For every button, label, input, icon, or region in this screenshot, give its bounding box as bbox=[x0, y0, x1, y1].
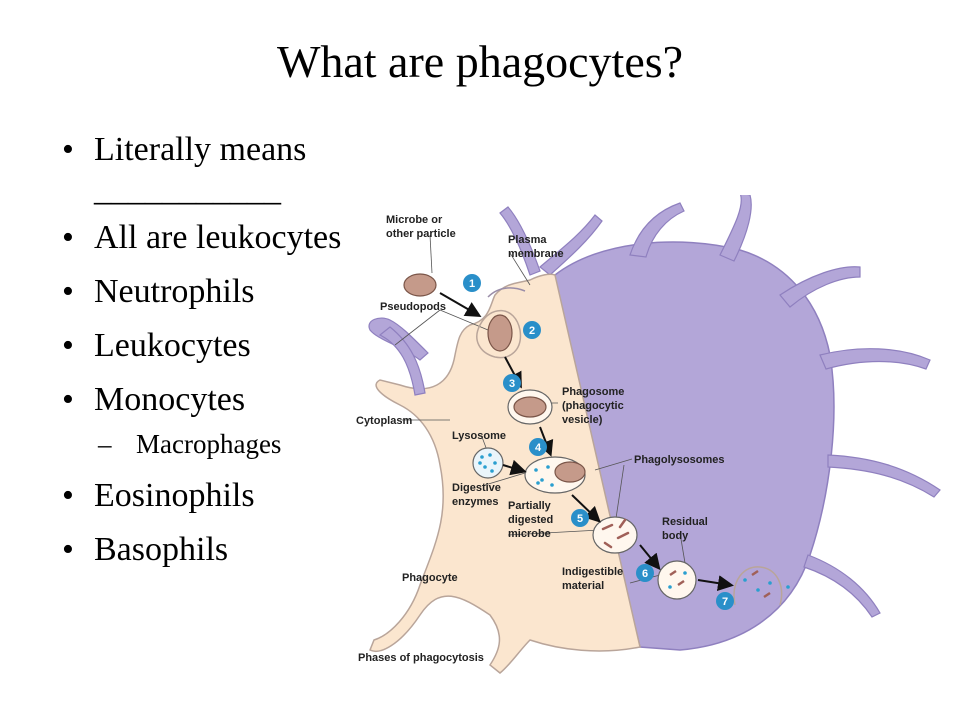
bullet-item: • Neutrophils bbox=[58, 272, 358, 312]
bullet-dot: • bbox=[62, 381, 74, 418]
bullet-item: • All are leukocytes bbox=[58, 218, 358, 258]
bullet-text: Monocytes bbox=[94, 381, 246, 418]
phagolysosome-enzymes bbox=[534, 465, 554, 487]
bullet-dot: • bbox=[62, 327, 74, 364]
bullet-dot: • bbox=[62, 273, 74, 310]
plasma-membrane-notch bbox=[487, 287, 526, 298]
bullet-item: • Eosinophils bbox=[58, 476, 358, 516]
bullet-dot: • bbox=[62, 477, 74, 514]
phagocytosis-diagram: 1 2 3 4 5 6 7 Microbe or other particle … bbox=[356, 195, 941, 674]
phagolysosome-microbe bbox=[554, 461, 586, 483]
bullet-dot: • bbox=[62, 531, 74, 568]
microbe-engulfed bbox=[487, 314, 513, 352]
exocytosis-opening bbox=[733, 566, 783, 606]
bullet-text: Literally means ___________ bbox=[94, 131, 307, 208]
bullet-text: All are leukocytes bbox=[94, 219, 342, 256]
label-phagocyte: Phagocyte bbox=[402, 572, 458, 584]
bullet-dash: – bbox=[98, 429, 112, 459]
label-phagosome-3: vesicle) bbox=[562, 414, 603, 426]
bullet-list: • Literally means ___________ • All are le… bbox=[58, 130, 358, 584]
svg-text:4: 4 bbox=[535, 442, 542, 454]
residual-material bbox=[668, 569, 687, 589]
svg-text:3: 3 bbox=[509, 378, 515, 390]
label-partially-3: microbe bbox=[508, 528, 551, 540]
label-microbe-1: Microbe or bbox=[386, 214, 443, 226]
svg-text:6: 6 bbox=[642, 568, 648, 580]
label-residual-1: Residual bbox=[662, 516, 708, 528]
pseudopod-wrap bbox=[476, 309, 522, 359]
phagosome-microbe bbox=[513, 396, 547, 418]
bullet-text: Eosinophils bbox=[94, 477, 255, 514]
label-plasma-2: membrane bbox=[508, 248, 564, 260]
bullet-item: • Basophils bbox=[58, 530, 358, 570]
svg-text:7: 7 bbox=[722, 596, 728, 608]
partially-digested-vesicle bbox=[592, 516, 638, 554]
label-residual-2: body bbox=[662, 530, 689, 542]
cell-projections bbox=[499, 195, 941, 618]
microbe-fragments bbox=[601, 518, 630, 549]
svg-text:5: 5 bbox=[577, 513, 583, 525]
bullet-text: Basophils bbox=[94, 531, 229, 568]
label-phagolysosomes: Phagolysosomes bbox=[634, 454, 724, 466]
bullet-text: Macrophages bbox=[136, 429, 282, 459]
sub-bullet-item: –Macrophages bbox=[58, 428, 358, 460]
diagram-caption: Phases of phagocytosis bbox=[358, 652, 484, 664]
lysosome-enzymes bbox=[478, 453, 497, 473]
slide-title: What are phagocytes? bbox=[276, 36, 684, 87]
label-microbe-2: other particle bbox=[386, 228, 456, 240]
label-indigestible-1: Indigestible bbox=[562, 566, 623, 578]
bullet-text: Leukocytes bbox=[94, 327, 251, 364]
microbe bbox=[403, 273, 437, 297]
released-material bbox=[743, 569, 790, 599]
bullet-dot: • bbox=[62, 219, 74, 256]
label-lysosome: Lysosome bbox=[452, 430, 506, 442]
bullet-item: • Leukocytes bbox=[58, 326, 358, 366]
bullet-dot: • bbox=[62, 131, 74, 168]
label-phagosome-2: (phagocytic bbox=[562, 400, 624, 412]
label-plasma-1: Plasma bbox=[508, 234, 547, 246]
residual-body bbox=[657, 560, 697, 600]
label-digestive-2: enzymes bbox=[452, 496, 498, 508]
cytoplasm-face bbox=[369, 273, 641, 674]
label-cytoplasm: Cytoplasm bbox=[356, 415, 412, 427]
step-markers: 1 2 3 4 5 6 7 bbox=[463, 274, 734, 610]
pseudopod-shapes bbox=[368, 317, 429, 396]
svg-text:1: 1 bbox=[469, 278, 475, 290]
lysosome bbox=[472, 447, 504, 479]
bullet-text: Neutrophils bbox=[94, 273, 255, 310]
label-partially-2: digested bbox=[508, 514, 553, 526]
bullet-item: • Monocytes bbox=[58, 380, 358, 420]
label-pseudopods: Pseudopods bbox=[380, 301, 446, 313]
label-digestive-1: Digestive bbox=[452, 482, 501, 494]
label-phagosome-1: Phagosome bbox=[562, 386, 624, 398]
label-indigestible-2: material bbox=[562, 580, 604, 592]
svg-text:2: 2 bbox=[529, 325, 535, 337]
label-partially-1: Partially bbox=[508, 500, 552, 512]
bullet-item: • Literally means ___________ bbox=[58, 130, 358, 210]
